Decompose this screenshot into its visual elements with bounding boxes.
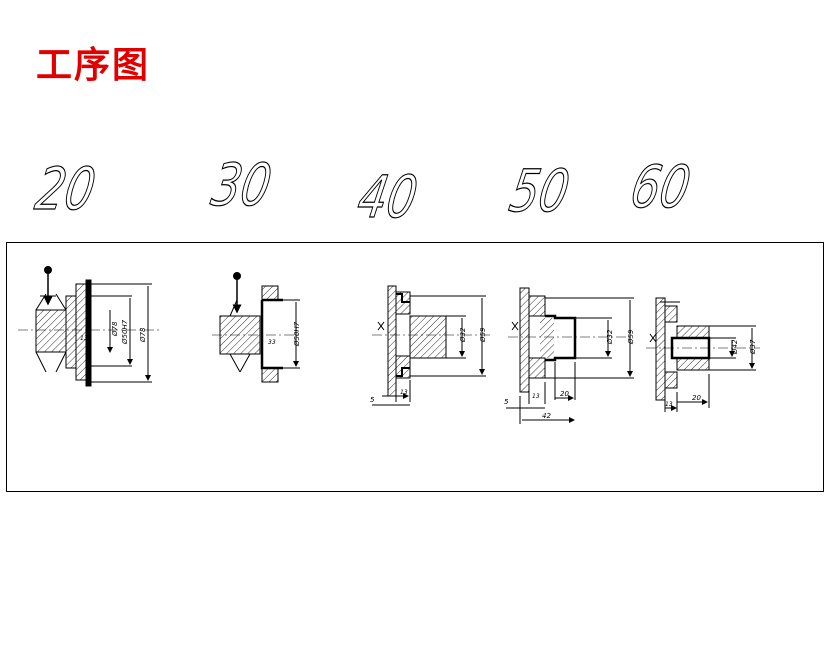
dim-op50-a: Ø32 (606, 329, 614, 345)
dim-op40-d: 13 (400, 389, 408, 396)
dim-op20-c: Ø78 (139, 327, 147, 343)
dim-op60-a: Ø42 (731, 339, 739, 355)
process-drawing-frame (6, 242, 824, 492)
part-drawing-op30 (212, 272, 300, 383)
dim-op40-c: 5 (370, 396, 375, 404)
dim-op60-b: Ø37 (749, 339, 757, 355)
dim-op20-b: Ø50H7 (121, 319, 129, 345)
dim-op50-c: 5 (504, 398, 509, 406)
dim-op50-f: 42 (542, 412, 551, 420)
dim-op50-d: 13 (532, 393, 540, 400)
dim-op40-a: Ø32 (459, 327, 467, 343)
part-drawing-op50 (506, 287, 634, 424)
dim-op60-c: 13 (665, 401, 673, 408)
dim-op30-b: 33 (268, 339, 276, 346)
dim-op30-a: Ø50H7 (293, 321, 301, 347)
part-drawing-op60 (646, 297, 760, 412)
dim-op40-b: Ø59 (479, 327, 487, 343)
dim-op50-e: 20 (560, 390, 569, 398)
dim-op60-d: 20 (692, 394, 701, 402)
part-drawing-op40 (372, 285, 490, 406)
dim-op20-a: Ø78 (111, 321, 119, 337)
page-title: 工序图 (36, 44, 151, 86)
dim-op20-d: 13 (80, 335, 88, 342)
part-drawing-op20 (18, 266, 160, 387)
dim-op50-b: Ø59 (627, 329, 635, 345)
